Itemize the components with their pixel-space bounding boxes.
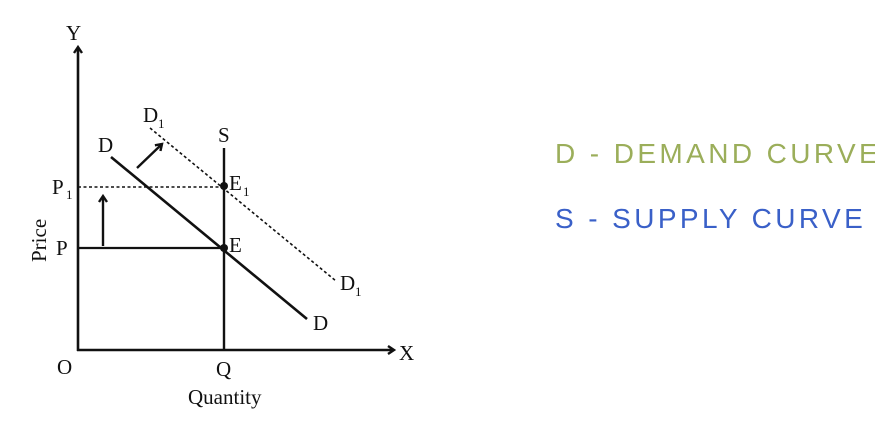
equilibrium-e-label: E: [229, 233, 242, 257]
price-axis-title: Price: [27, 219, 51, 262]
shifted-demand-curve: [149, 127, 337, 282]
origin-label: O: [57, 355, 72, 379]
price-p-label: P: [56, 236, 68, 260]
equilibrium-e1-label: E: [229, 171, 242, 195]
shifted-demand-bottom-subscript: 1: [355, 284, 362, 299]
quantity-q-label: Q: [216, 357, 231, 381]
demand-supply-diagram: Y X O Price Quantity P P 1 Q S D D D 1 D…: [27, 21, 414, 409]
price-p1-subscript: 1: [66, 187, 73, 202]
shifted-demand-bottom-label: D: [340, 271, 355, 295]
y-axis-label: Y: [66, 21, 81, 45]
legend-supply: S - SUPPLY CURVE: [555, 203, 867, 234]
shifted-demand-top-label: D: [143, 103, 158, 127]
supply-curve-label: S: [218, 123, 230, 147]
equilibrium-e1-subscript: 1: [243, 184, 250, 199]
shifted-demand-top-subscript: 1: [158, 116, 165, 131]
demand-shift-arrow: [136, 142, 164, 169]
x-axis-label: X: [399, 341, 414, 365]
legend-demand: D - DEMAND CURVE: [555, 138, 875, 169]
demand-curve: [110, 155, 308, 321]
demand-bottom-label: D: [313, 311, 328, 335]
demand-top-label: D: [98, 133, 113, 157]
quantity-axis-title: Quantity: [188, 385, 262, 409]
equilibrium-point-e: [220, 244, 228, 252]
price-p1-label: P: [52, 175, 64, 199]
equilibrium-point-e1: [220, 182, 228, 190]
